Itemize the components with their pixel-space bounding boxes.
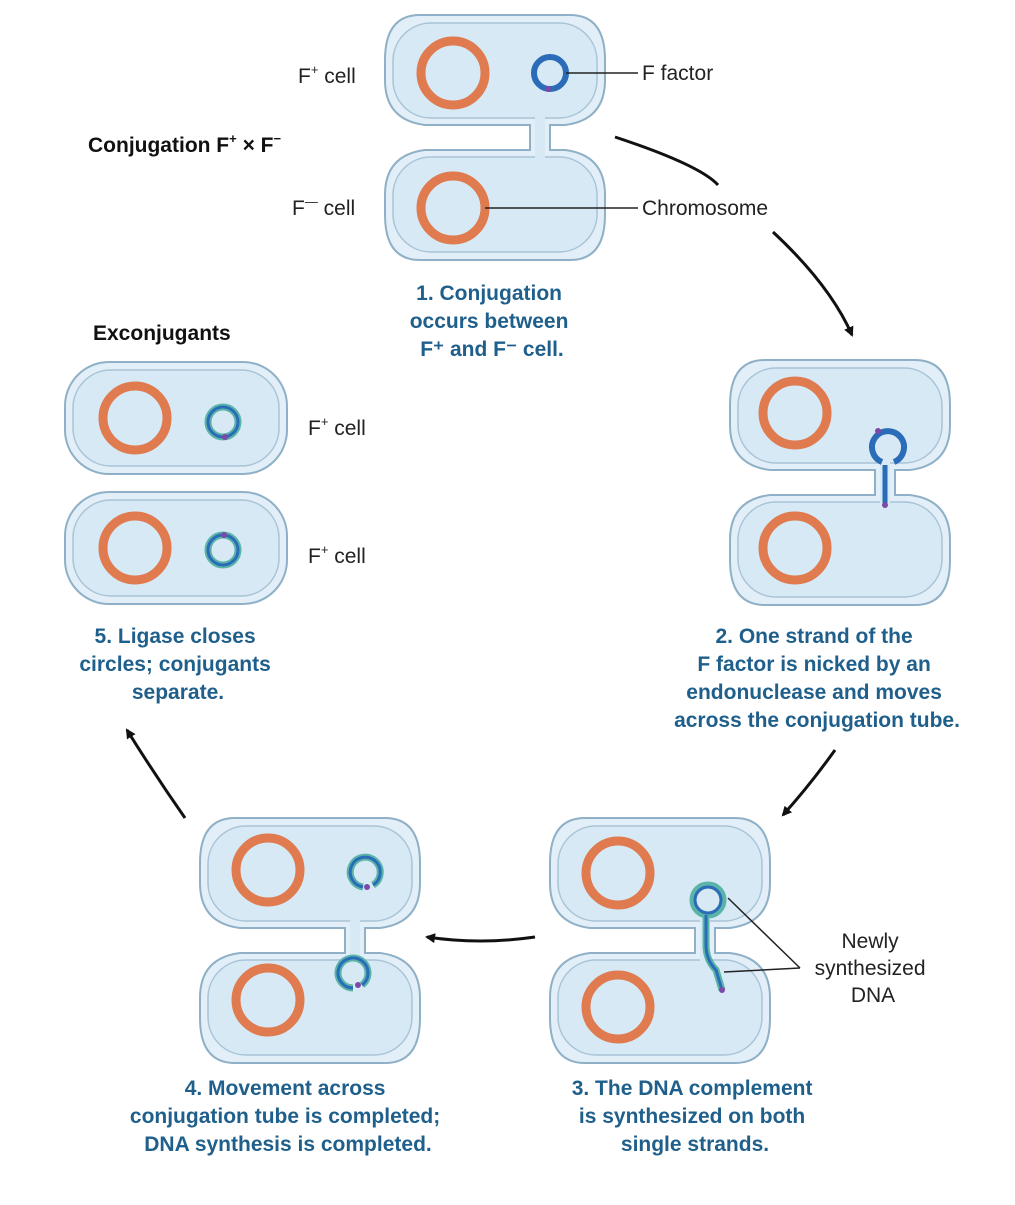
step2-caption: 2. One strand of the F factor is nicked … [674,625,960,732]
step1-caption: 1. Conjugation occurs between F⁺ and F⁻ … [410,282,575,361]
exconjugant-cell [72,369,280,467]
nick-site [221,532,227,538]
stage3-bottom-cell [557,959,763,1056]
newly-synthesized-label: Newly synthesized DNA [815,930,932,1007]
f-factor-transferring [869,428,907,465]
fplus-cell-label: F+ cell [298,62,356,88]
fplus-cell-label: F+ cell [308,542,366,568]
fminus-cell-label: F— cell [292,194,355,220]
arrow-step3-to-4 [425,933,536,944]
nick-site [222,434,228,440]
exconjugant-cell [72,499,280,597]
chromosome-ring [98,381,172,455]
stage3-top-cell [557,825,763,922]
stage4-cell-pair [199,817,421,1064]
conjugation-title: Conjugation F+ × F− [88,131,282,157]
exconjugant-bottom [64,491,288,605]
nick-site [875,428,881,434]
arrow-step1-to-2-head [771,230,854,337]
arrow-step4-to-5 [125,728,187,819]
conjugation-tube [350,915,360,967]
step4-caption: 4. Movement across conjugation tube is c… [130,1077,446,1156]
arrow-step2-to-3 [781,749,837,817]
stage2-top-cell [737,367,943,464]
step5-caption: 5. Ligase closes circles; conjugants sep… [79,625,276,704]
fplus-cell-label: F+ cell [308,414,366,440]
nick-site [364,884,370,890]
chromosome-ring [416,36,490,110]
chromosome-ring [231,963,305,1037]
exconjugants-label: Exconjugants [93,322,231,345]
chromosome-label: Chromosome [642,197,768,220]
chromosome-ring [581,970,655,1044]
stage3-cell-pair [549,817,771,1064]
chromosome-ring [581,836,655,910]
f-factor-label: F factor [642,62,713,85]
arrow-step1-to-2 [614,135,720,187]
new-dna-pointer [723,967,801,973]
step3-caption: 3. The DNA complement is synthesized on … [572,1077,819,1156]
nick-site [719,987,725,993]
f-factor-plasmid-old [348,855,382,889]
chromosome-ring [758,376,832,450]
new-dna-pointer [727,897,801,969]
f-factor-old-strand [693,885,723,915]
nick-site [355,982,361,988]
stage2-cell-pair [729,359,951,606]
transferred-strand-old [704,915,724,991]
conjugation-tube [535,112,545,164]
chromosome-ring [758,511,832,585]
exconjugant-top [64,361,288,475]
f-factor-plasmid-old [336,956,370,990]
chromosome-ring [231,833,305,907]
nick-site [545,86,551,92]
stage1-cell-pair [384,14,606,261]
stage2-bottom-cell [737,501,943,598]
nick-site [882,502,888,508]
chromosome-ring [98,511,172,585]
